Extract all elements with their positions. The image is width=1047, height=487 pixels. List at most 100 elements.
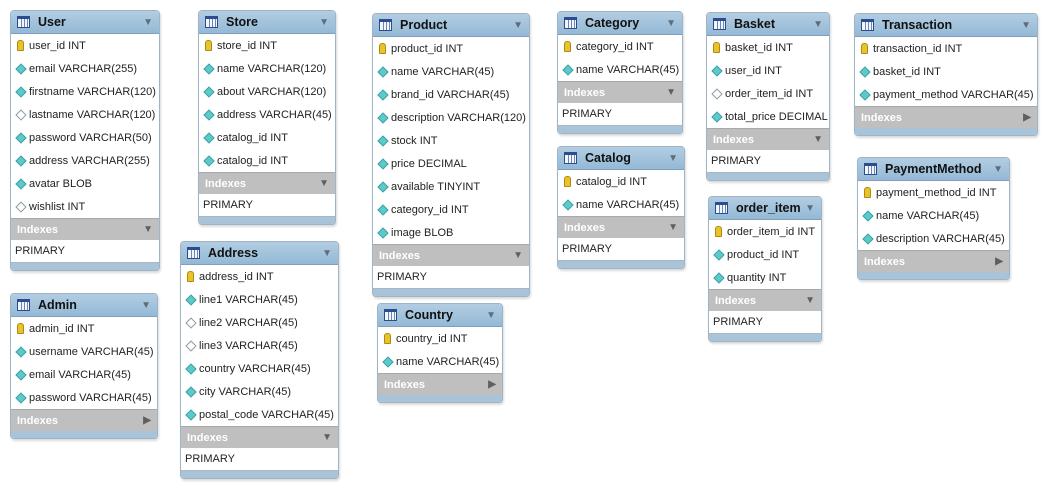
column-row[interactable]: admin_id INT [11, 317, 157, 340]
column-row[interactable]: payment_method_id INT [858, 181, 1009, 204]
column-row[interactable]: lastname VARCHAR(120) [11, 103, 159, 126]
column-row[interactable]: catalog_id INT [199, 149, 335, 172]
triangle-down-icon[interactable]: ▼ [1021, 19, 1031, 31]
column-row[interactable]: order_item_id INT [709, 220, 821, 243]
table-header[interactable]: User▼ [11, 11, 159, 34]
triangle-down-icon[interactable]: ▼ [143, 16, 153, 28]
column-row[interactable]: available TINYINT [373, 175, 529, 198]
column-row[interactable]: line1 VARCHAR(45) [181, 288, 338, 311]
column-row[interactable]: name VARCHAR(45) [858, 204, 1009, 227]
column-row[interactable]: basket_id INT [707, 36, 829, 59]
column-row[interactable]: order_item_id INT [707, 82, 829, 105]
column-row[interactable]: line3 VARCHAR(45) [181, 334, 338, 357]
triangle-down-icon[interactable]: ▼ [141, 299, 151, 311]
triangle-down-icon[interactable]: ▼ [993, 163, 1003, 175]
triangle-down-icon[interactable]: ▼ [319, 178, 329, 189]
triangle-down-icon[interactable]: ▼ [805, 295, 815, 306]
index-row[interactable]: PRIMARY [558, 103, 682, 126]
column-row[interactable]: stock INT [373, 129, 529, 152]
column-row[interactable]: category_id INT [558, 35, 682, 58]
triangle-down-icon[interactable]: ▼ [513, 250, 523, 261]
column-row[interactable]: address VARCHAR(255) [11, 149, 159, 172]
indexes-section-header[interactable]: Indexes▼ [11, 218, 159, 240]
column-row[interactable]: user_id INT [11, 34, 159, 57]
triangle-down-icon[interactable]: ▼ [666, 17, 676, 29]
column-row[interactable]: line2 VARCHAR(45) [181, 311, 338, 334]
indexes-section-header[interactable]: Indexes▼ [709, 289, 821, 311]
triangle-down-icon[interactable]: ▼ [319, 16, 329, 28]
column-row[interactable]: wishlist INT [11, 195, 159, 218]
column-row[interactable]: postal_code VARCHAR(45) [181, 403, 338, 426]
triangle-down-icon[interactable]: ▼ [668, 222, 678, 233]
column-row[interactable]: brand_id VARCHAR(45) [373, 83, 529, 106]
index-row[interactable]: PRIMARY [558, 238, 684, 261]
column-row[interactable]: category_id INT [373, 198, 529, 221]
column-row[interactable]: product_id INT [709, 243, 821, 266]
triangle-down-icon[interactable]: ▼ [322, 247, 332, 259]
table-header[interactable]: Address▼ [181, 242, 338, 265]
table-header[interactable]: Admin▼ [11, 294, 157, 317]
triangle-down-icon[interactable]: ▼ [143, 224, 153, 235]
column-row[interactable]: password VARCHAR(50) [11, 126, 159, 149]
column-row[interactable]: user_id INT [707, 59, 829, 82]
column-row[interactable]: price DECIMAL [373, 152, 529, 175]
column-row[interactable]: name VARCHAR(45) [558, 58, 682, 81]
column-row[interactable]: email VARCHAR(255) [11, 57, 159, 80]
indexes-section-header[interactable]: Indexes▼ [558, 81, 682, 103]
triangle-right-icon[interactable]: ▶ [995, 256, 1003, 267]
column-row[interactable]: avatar BLOB [11, 172, 159, 195]
column-row[interactable]: password VARCHAR(45) [11, 386, 157, 409]
table-header[interactable]: Transaction▼ [855, 14, 1037, 37]
triangle-right-icon[interactable]: ▶ [1023, 112, 1031, 123]
column-row[interactable]: store_id INT [199, 34, 335, 57]
column-row[interactable]: description VARCHAR(45) [858, 227, 1009, 250]
column-row[interactable]: product_id INT [373, 37, 529, 60]
index-row[interactable]: PRIMARY [709, 311, 821, 334]
table-header[interactable]: PaymentMethod▼ [858, 158, 1009, 181]
index-row[interactable]: PRIMARY [373, 266, 529, 289]
column-row[interactable]: catalog_id INT [558, 170, 684, 193]
triangle-down-icon[interactable]: ▼ [813, 18, 823, 30]
column-row[interactable]: username VARCHAR(45) [11, 340, 157, 363]
indexes-section-header[interactable]: Indexes▶ [378, 373, 502, 395]
indexes-section-header[interactable]: Indexes▼ [373, 244, 529, 266]
table-header[interactable]: Product▼ [373, 14, 529, 37]
column-row[interactable]: total_price DECIMAL [707, 105, 829, 128]
column-row[interactable]: name VARCHAR(45) [373, 60, 529, 83]
indexes-section-header[interactable]: Indexes▶ [855, 106, 1037, 128]
column-row[interactable]: country_id INT [378, 327, 502, 350]
indexes-section-header[interactable]: Indexes▼ [558, 216, 684, 238]
triangle-right-icon[interactable]: ▶ [488, 379, 496, 390]
triangle-down-icon[interactable]: ▼ [513, 19, 523, 31]
triangle-down-icon[interactable]: ▼ [666, 87, 676, 98]
index-row[interactable]: PRIMARY [11, 240, 159, 263]
column-row[interactable]: payment_method VARCHAR(45) [855, 83, 1037, 106]
column-row[interactable]: city VARCHAR(45) [181, 380, 338, 403]
table-header[interactable]: order_item▼ [709, 197, 821, 220]
table-header[interactable]: Country▼ [378, 304, 502, 327]
column-row[interactable]: firstname VARCHAR(120) [11, 80, 159, 103]
triangle-down-icon[interactable]: ▼ [813, 134, 823, 145]
index-row[interactable]: PRIMARY [707, 150, 829, 173]
column-row[interactable]: email VARCHAR(45) [11, 363, 157, 386]
column-row[interactable]: address VARCHAR(45) [199, 103, 335, 126]
indexes-section-header[interactable]: Indexes▶ [11, 409, 157, 431]
indexes-section-header[interactable]: Indexes▶ [858, 250, 1009, 272]
column-row[interactable]: transaction_id INT [855, 37, 1037, 60]
indexes-section-header[interactable]: Indexes▼ [181, 426, 338, 448]
indexes-section-header[interactable]: Indexes▼ [199, 172, 335, 194]
column-row[interactable]: name VARCHAR(45) [558, 193, 684, 216]
triangle-down-icon[interactable]: ▼ [668, 152, 678, 164]
indexes-section-header[interactable]: Indexes▼ [707, 128, 829, 150]
index-row[interactable]: PRIMARY [199, 194, 335, 217]
column-row[interactable]: name VARCHAR(45) [378, 350, 502, 373]
table-header[interactable]: Store▼ [199, 11, 335, 34]
column-row[interactable]: name VARCHAR(120) [199, 57, 335, 80]
index-row[interactable]: PRIMARY [181, 448, 338, 471]
triangle-down-icon[interactable]: ▼ [486, 309, 496, 321]
column-row[interactable]: quantity INT [709, 266, 821, 289]
table-header[interactable]: Category▼ [558, 12, 682, 35]
table-header[interactable]: Catalog▼ [558, 147, 684, 170]
triangle-right-icon[interactable]: ▶ [143, 415, 151, 426]
column-row[interactable]: catalog_id INT [199, 126, 335, 149]
